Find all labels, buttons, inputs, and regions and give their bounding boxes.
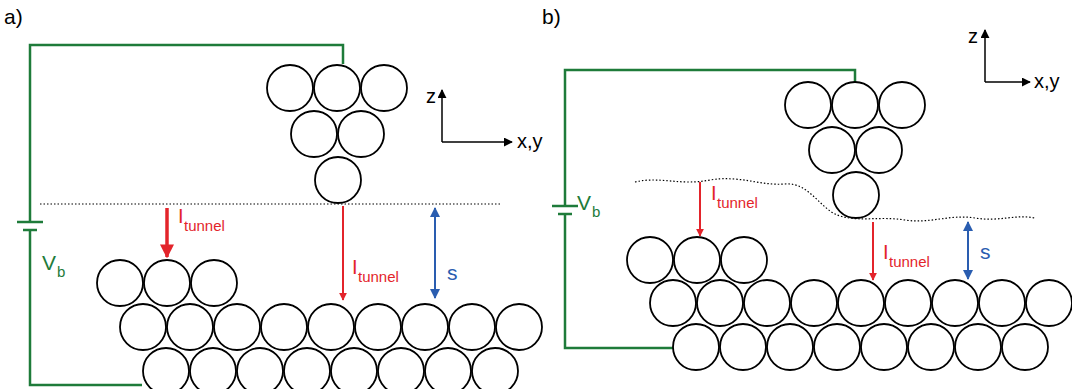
battery-plate [23,229,37,232]
atom [744,280,790,326]
atom [1026,280,1072,326]
atom [861,324,907,370]
atom [167,304,213,350]
atom [291,111,337,157]
atom [97,260,143,306]
axis-label: x,y [517,131,543,151]
axis-arrow [985,81,1030,83]
current-subscript: tunnel [358,269,399,284]
current-label: I [178,206,184,226]
circuit-wire [565,70,855,206]
atom [720,324,766,370]
panel-letter: a) [4,6,23,27]
atom [1002,324,1048,370]
atom [674,237,720,283]
circuit-wire [30,230,142,385]
axis-arrow [442,141,512,143]
atom [308,304,354,350]
atom [673,324,719,370]
battery-plate [552,205,578,208]
dotted-line [40,203,500,204]
atom [833,172,879,218]
atom [361,65,407,111]
atom [496,304,542,350]
atom [885,280,931,326]
distance-label: s [980,241,991,262]
atom [838,280,884,326]
atom [832,82,878,128]
atom [144,260,190,306]
atom [267,65,313,111]
atom [284,348,330,389]
voltage-label: V [42,252,56,273]
atom [237,348,283,389]
circuit-wire [565,214,680,348]
atom [932,280,978,326]
current-arrow [872,222,874,280]
atom [191,260,237,306]
atom [908,324,954,370]
current-arrow [699,182,701,236]
voltage-subscript: b [592,204,600,219]
atom [378,348,424,389]
axis-arrow [441,90,443,142]
circuit-wire [30,45,343,222]
atom [425,348,471,389]
battery-plate [558,213,572,216]
atom [331,348,377,389]
axis-label: z [426,86,436,106]
voltage-label: V [577,192,591,213]
atom [650,280,696,326]
atom [856,127,902,173]
current-arrow [342,206,344,300]
current-subscript: tunnel [184,218,225,233]
atom [809,127,855,173]
axis-label: x,y [1034,71,1060,91]
atom [355,304,401,350]
atom-group [97,65,1072,389]
atom [767,324,813,370]
battery-plate [17,221,43,224]
distance-label: s [447,262,458,283]
distance-arrow [434,208,436,298]
current-label: I [352,257,358,277]
current-subscript: tunnel [889,254,930,269]
atom [721,237,767,283]
atom [879,82,925,128]
atom [402,304,448,350]
atom [472,348,518,389]
atom [190,348,236,389]
atom [143,348,189,389]
atom [814,324,860,370]
axis-arrow [984,30,986,82]
atom [315,157,361,203]
atom [449,304,495,350]
current-arrow [165,208,169,257]
atom [314,65,360,111]
atom [791,280,837,326]
atom [338,111,384,157]
current-label: I [711,183,717,203]
atom [785,82,831,128]
voltage-subscript: b [57,264,65,279]
distance-arrow [967,222,969,279]
current-subscript: tunnel [717,195,758,210]
atom [697,280,743,326]
panel-letter: b) [542,6,561,27]
current-label: I [883,242,889,262]
atom [979,280,1025,326]
atom [120,304,166,350]
axis-label: z [968,26,978,46]
atom [627,237,673,283]
atom [955,324,1001,370]
atom [214,304,260,350]
atom [261,304,307,350]
